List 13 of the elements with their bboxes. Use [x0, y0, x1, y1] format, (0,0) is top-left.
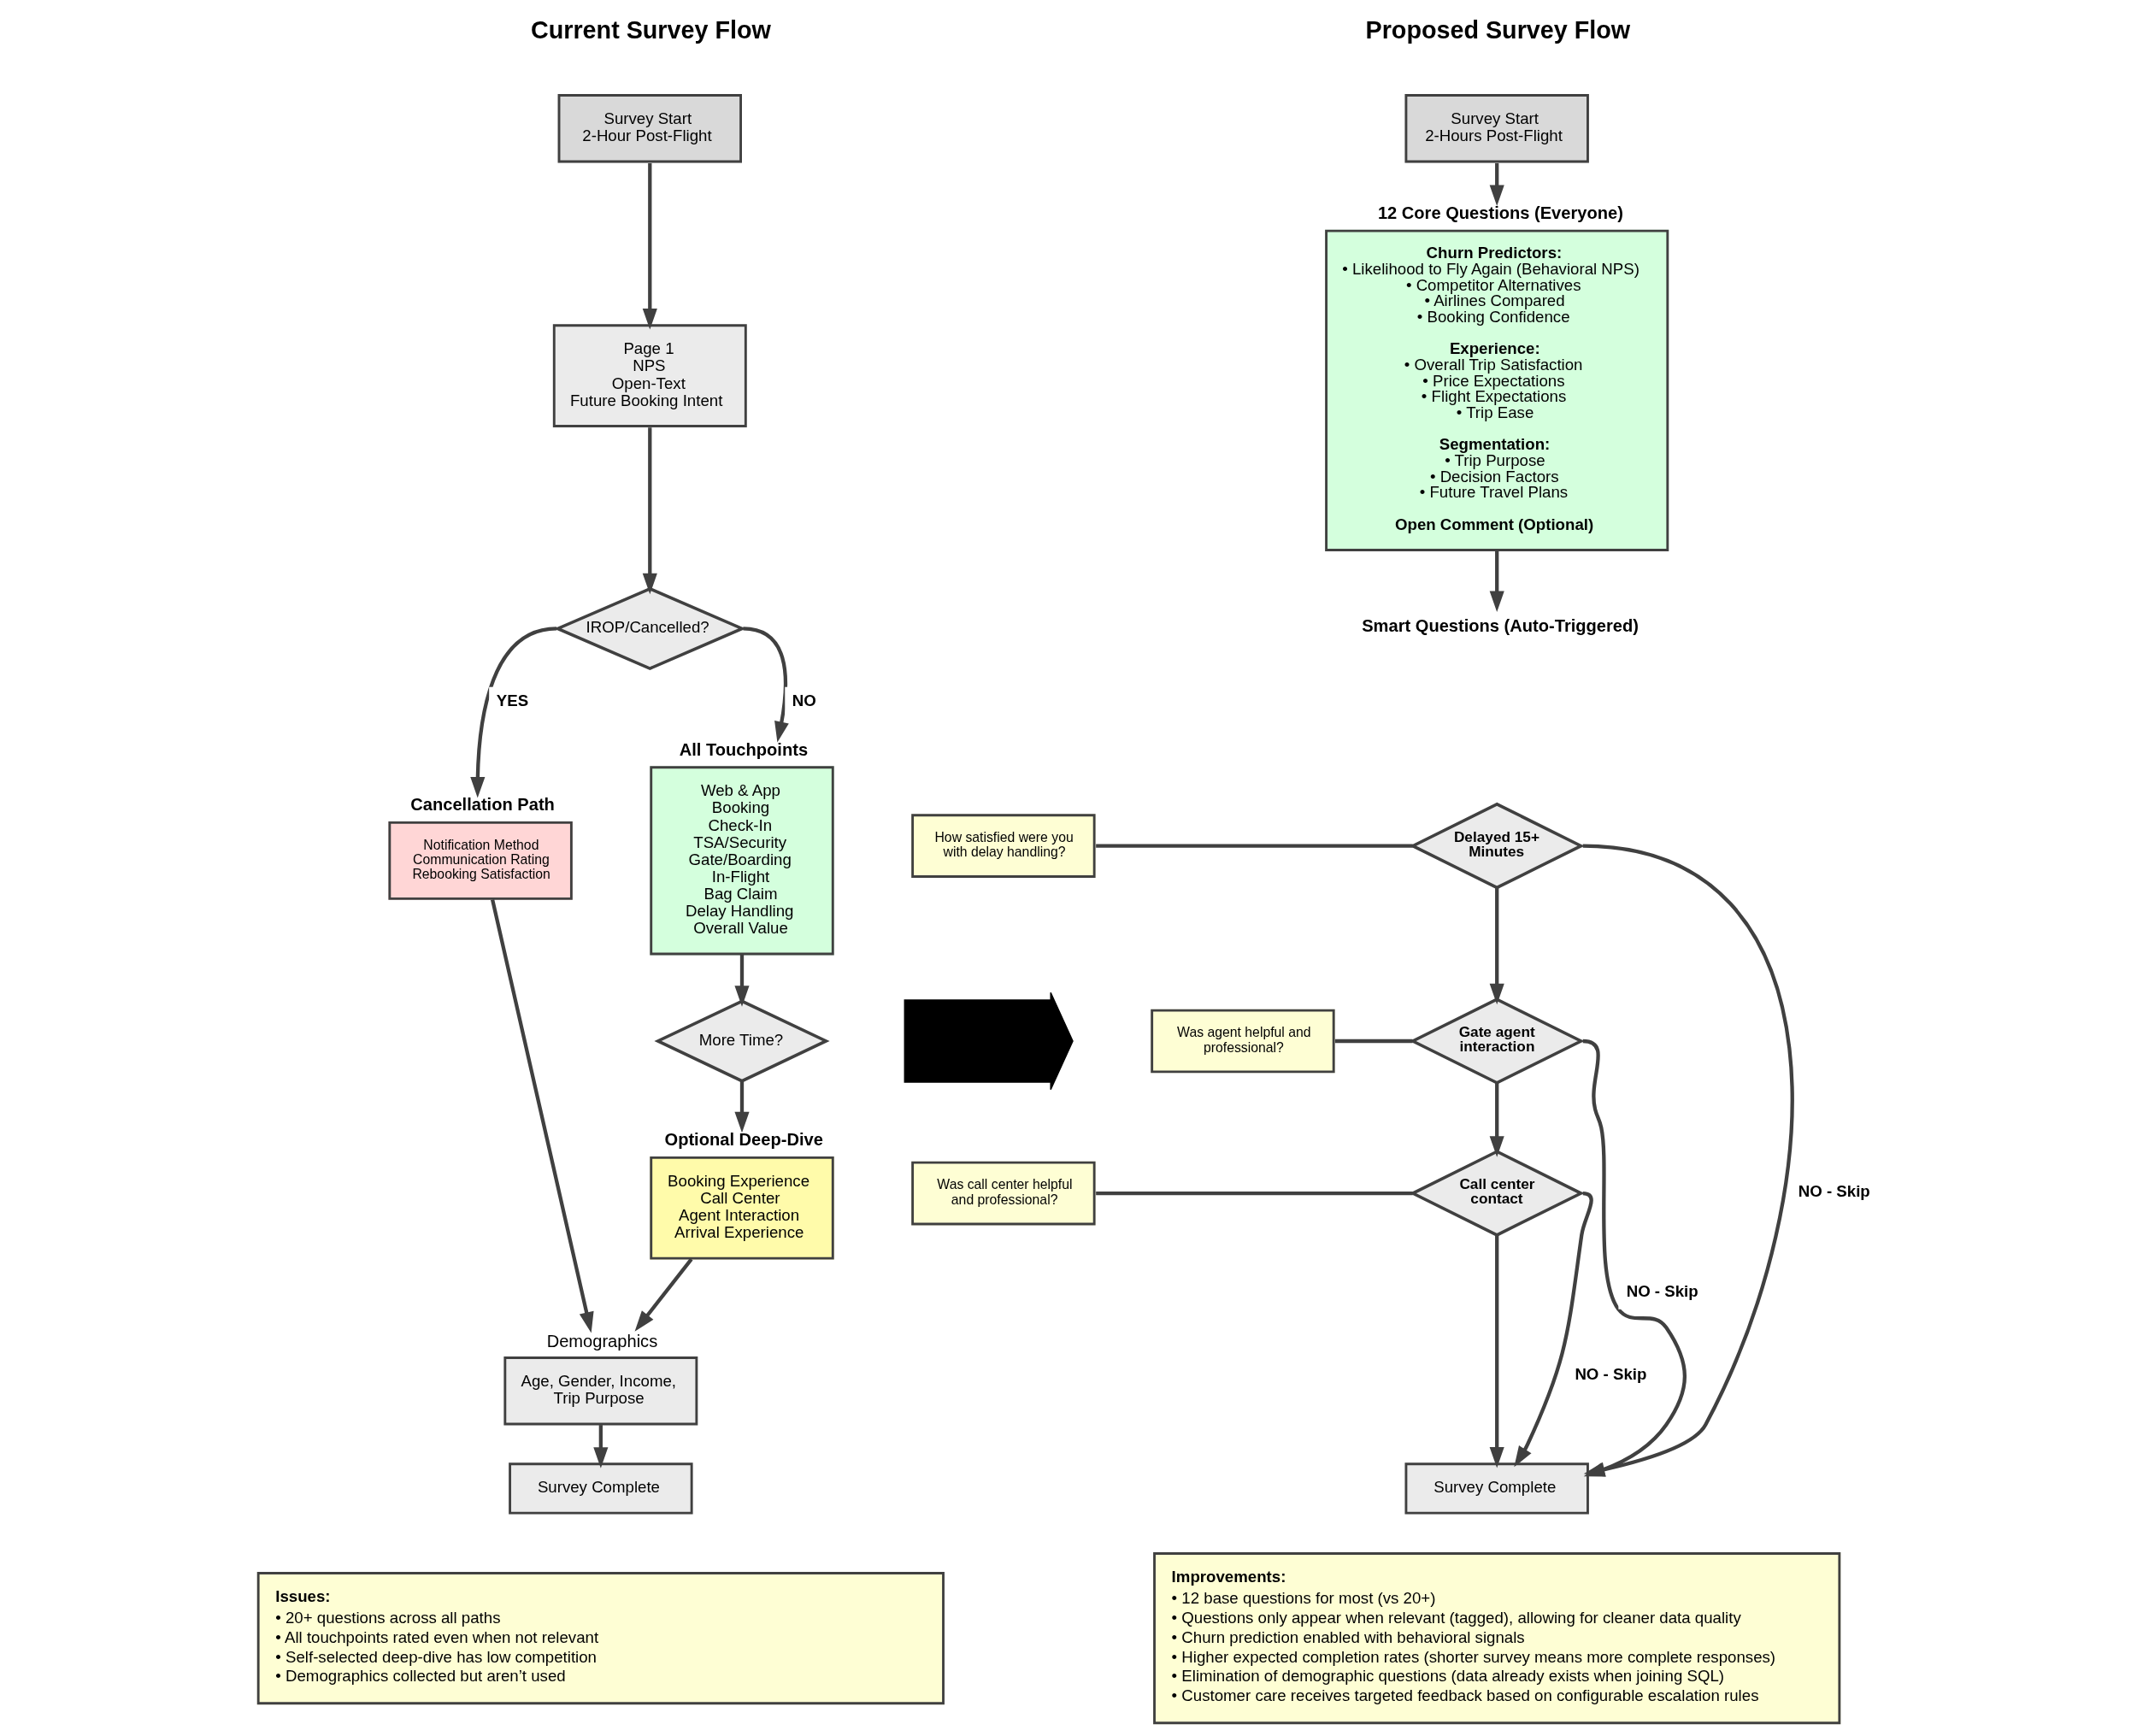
node-text: Smart Questions (Auto-Triggered): [1362, 616, 1639, 636]
edge-label: YES: [496, 691, 529, 709]
edge-label: NO - Skip: [1798, 1181, 1870, 1200]
node-label: All Touchpoints: [679, 739, 809, 759]
edge-label: NO - Skip: [1626, 1281, 1698, 1300]
edge-label: NO: [792, 691, 816, 709]
edge-label: NO - Skip: [1575, 1364, 1647, 1383]
node-label: Demographics: [546, 1331, 658, 1351]
label: Current Survey Flow: [530, 16, 771, 44]
label: Proposed Survey Flow: [1365, 16, 1631, 44]
node-label: Cancellation Path: [410, 795, 555, 815]
node-label: 12 Core Questions (Everyone): [1377, 203, 1623, 223]
node-label: Optional Deep-Dive: [664, 1130, 823, 1150]
